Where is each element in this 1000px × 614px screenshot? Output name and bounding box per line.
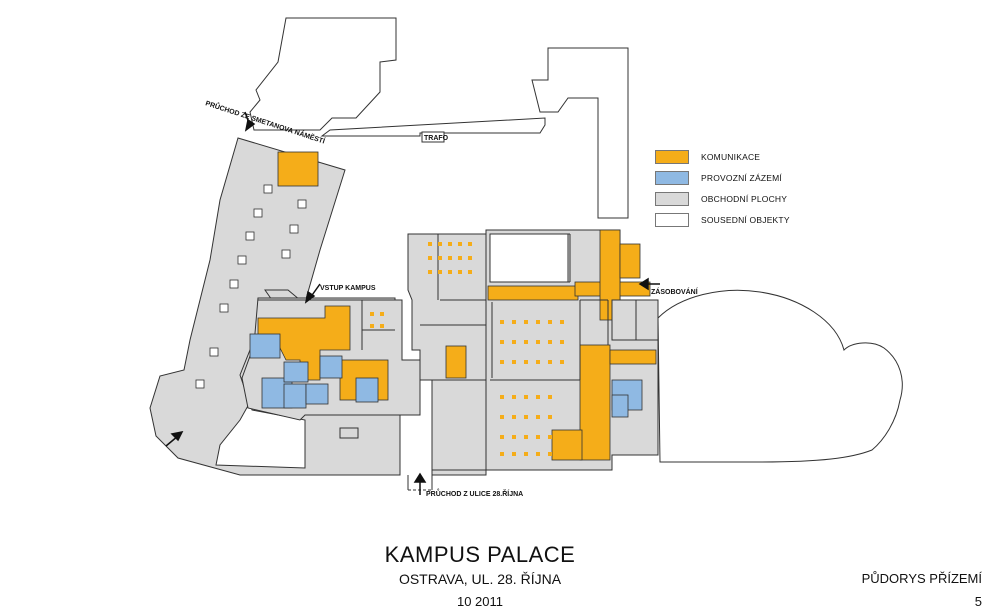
legend-swatch <box>655 149 689 164</box>
service-9 <box>611 394 629 418</box>
comm-corridor-e <box>609 349 657 365</box>
project-title: KAMPUS PALACE <box>384 542 576 567</box>
service-1 <box>249 333 281 359</box>
label-zasobovani: ZÁSOBOVÁNÍ <box>651 287 699 296</box>
interior-walls <box>258 233 659 491</box>
seating-furniture <box>330 242 564 456</box>
legend-label: OBCHODNÍ PLOCHY <box>701 193 788 204</box>
label-vstup-kampus: VSTUP KAMPUS <box>320 285 376 292</box>
neighbor-building-north <box>249 17 397 131</box>
neighbor-building-ne <box>531 47 629 219</box>
legend-label: KOMUNIKACE <box>701 151 761 162</box>
legend-item-komunikace: KOMUNIKACE <box>655 146 790 167</box>
arrow-vstup-kampus-icon <box>304 283 321 304</box>
comm-stair-north <box>277 151 319 187</box>
entrance-arrows <box>165 111 660 495</box>
label-ulice: PRŮCHOD Z ULICE 28.ŘÍJNA <box>426 488 523 498</box>
legend-swatch <box>655 212 689 227</box>
sheet-number: 5 <box>974 594 982 609</box>
sheet-name: PŮDORYS PŘÍZEMÍ <box>861 571 982 586</box>
legend: KOMUNIKACE PROVOZNÍ ZÁZEMÍ OBCHODNÍ PLOC… <box>655 146 790 230</box>
comm-stair-passage <box>445 345 467 379</box>
trafo-corridor <box>320 117 546 137</box>
project-address: OSTRAVA, UL. 28. ŘÍJNA <box>398 571 562 587</box>
legend-swatch <box>655 191 689 206</box>
service-5 <box>319 355 343 379</box>
project-date: 10 2011 <box>456 594 504 609</box>
arrow-west-entrance-icon <box>165 430 184 447</box>
legend-item-provozni: PROVOZNÍ ZÁZEMÍ <box>655 167 790 188</box>
legend-item-obchodni: OBCHODNÍ PLOCHY <box>655 188 790 209</box>
arrow-ulice-icon <box>413 472 427 495</box>
legend-swatch <box>655 170 689 185</box>
label-trafo: TRAFO <box>424 135 449 142</box>
trafo-box <box>421 131 445 143</box>
service-areas <box>249 333 643 418</box>
neighbor-buildings <box>249 17 903 463</box>
service-4 <box>283 383 307 409</box>
arrow-zasobovani-icon <box>638 277 660 291</box>
comm-corridor-f <box>551 429 583 461</box>
service-3 <box>283 361 309 383</box>
arrow-smetanovo-icon <box>244 111 256 132</box>
comm-corridor-a <box>487 285 579 301</box>
service-6 <box>305 383 329 405</box>
legend-label: PROVOZNÍ ZÁZEMÍ <box>701 172 782 183</box>
legend-item-sousedni: SOUSEDNÍ OBJEKTY <box>655 209 790 230</box>
legend-label: SOUSEDNÍ OBJEKTY <box>701 214 790 225</box>
structural-columns <box>195 184 307 389</box>
communication-areas <box>257 151 657 461</box>
service-7 <box>355 377 379 403</box>
comm-stair-east <box>619 243 641 279</box>
comm-corridor-d <box>579 344 611 461</box>
neighbor-building-east <box>657 289 903 463</box>
